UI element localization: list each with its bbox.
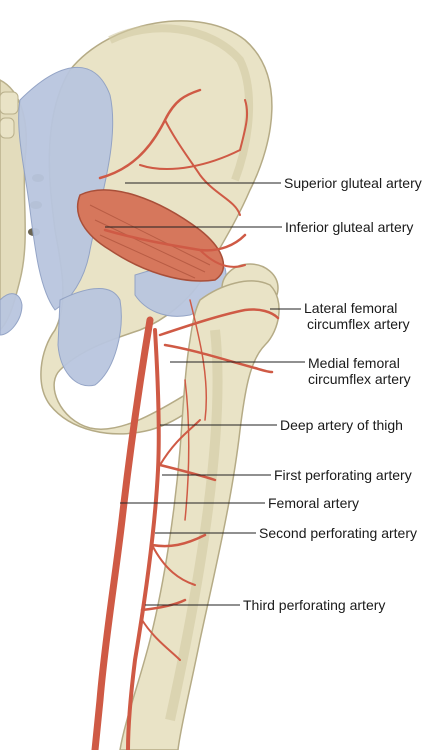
- leader-lines: [105, 182, 305, 606]
- label-medial-femoral-line1: Medial femoral: [308, 355, 400, 371]
- label-deep-artery-of-thigh: Deep artery of thigh: [278, 417, 405, 433]
- arteries: [91, 88, 280, 750]
- label-lateral-femoral-line1: Lateral femoral: [304, 300, 398, 316]
- label-femoral-artery: Femoral artery: [266, 495, 362, 511]
- label-third-perforating-artery: Third perforating artery: [241, 597, 388, 613]
- label-first-perforating-artery: First perforating artery: [272, 467, 414, 483]
- label-second-perforating-artery: Second perforating artery: [257, 525, 419, 541]
- femur-bone: [119, 263, 280, 750]
- label-lateral-femoral-line2: circumflex artery: [307, 316, 410, 332]
- label-lateral-femoral-circumflex-artery: Lateral femoral circumflex artery: [302, 300, 412, 332]
- label-superior-gluteal-artery: Superior gluteal artery: [282, 175, 424, 191]
- label-inferior-gluteal-artery: Inferior gluteal artery: [283, 219, 416, 235]
- label-medial-femoral-line2: circumflex artery: [308, 371, 411, 387]
- piriformis-muscle: [76, 189, 225, 282]
- label-medial-femoral-circumflex-artery: Medial femoral circumflex artery: [306, 355, 413, 387]
